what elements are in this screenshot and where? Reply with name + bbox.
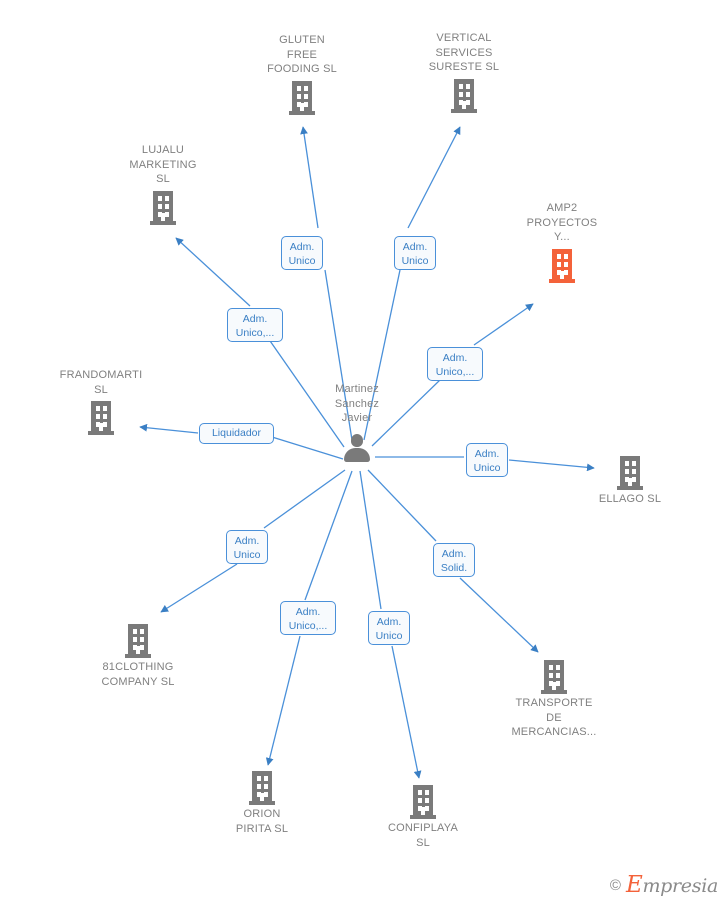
building-icon [187,767,337,805]
building-icon [227,77,377,115]
edge-label-confiplaya[interactable]: Adm. Unico [368,611,410,645]
node-81clothing-company[interactable]: 81CLOTHING COMPANY SL [63,620,213,689]
edge-line-transporte [367,469,437,542]
building-icon [26,397,176,435]
edge-arrow-orion [265,635,301,766]
node-confiplaya[interactable]: CONFIPLAYA SL [348,781,498,850]
edge-arrow-gluten [300,126,319,229]
edge-label-amp2[interactable]: Adm. Unico,... [427,347,483,381]
edge-arrow-amp2 [473,303,534,346]
edge-line-confiplaya [359,470,382,610]
edge-label-vertical[interactable]: Adm. Unico [394,236,436,270]
edge-arrow-confiplaya [391,645,422,779]
node-label: 81CLOTHING COMPANY SL [101,661,175,688]
building-icon [479,656,629,694]
node-label: TRANSPORTE DE MERCANCIAS... [511,697,597,738]
brand-rest: mpresia [642,875,718,897]
edge-label-81clothing[interactable]: Adm. Unico [226,530,268,564]
node-frandomarti[interactable]: FRANDOMARTI SL [26,368,176,435]
building-icon [88,187,238,225]
node-center-person[interactable]: Martinez Sanchez Javier [272,382,442,464]
building-icon [555,452,705,490]
edge-line-81clothing [263,469,346,529]
brand-lead-letter: E [625,872,643,898]
edge-label-gluten[interactable]: Adm. Unico [281,236,323,270]
node-label: FRANDOMARTI SL [59,369,143,396]
node-label: LUJALU MARKETING SL [129,144,197,185]
node-vertical-services-sureste[interactable]: VERTICAL SERVICES SURESTE SL [389,31,539,113]
building-icon [63,620,213,658]
edge-label-ellago[interactable]: Adm. Unico [466,443,508,477]
person-icon [272,426,442,464]
edge-label-lujalu[interactable]: Adm. Unico,... [227,308,283,342]
copyright-icon: © [609,877,621,894]
node-label: VERTICAL SERVICES SURESTE SL [428,32,500,73]
building-icon [487,245,637,283]
brand-name: Empresia [626,874,718,897]
empresia-watermark: © Empresia [610,874,718,897]
node-label: Martinez Sanchez Javier [334,383,380,424]
node-label: CONFIPLAYA SL [387,822,459,849]
node-ellago[interactable]: ELLAGO SL [555,452,705,507]
edge-arrow-lujalu [175,237,251,307]
building-icon [348,781,498,819]
edge-label-transporte[interactable]: Adm. Solid. [433,543,475,577]
edge-label-frandomarti[interactable]: Liquidador [199,423,274,444]
edge-label-orion[interactable]: Adm. Unico,... [280,601,336,635]
node-transporte-de-mercancias[interactable]: TRANSPORTE DE MERCANCIAS... [479,656,629,740]
node-orion-pirita[interactable]: ORION PIRITA SL [187,767,337,836]
node-label: ELLAGO SL [598,493,662,505]
node-gluten-free-fooding[interactable]: GLUTEN FREE FOODING SL [227,33,377,115]
node-amp2-proyectos[interactable]: AMP2 PROYECTOS Y... [487,201,637,283]
edge-line-orion [304,470,353,601]
node-lujalu-marketing[interactable]: LUJALU MARKETING SL [88,143,238,225]
edge-arrow-81clothing [160,563,238,613]
node-label: AMP2 PROYECTOS Y... [526,202,598,243]
edge-arrow-transporte [459,577,539,653]
building-icon [389,75,539,113]
edge-arrow-vertical [407,126,461,229]
node-label: GLUTEN FREE FOODING SL [267,34,337,75]
node-label: ORION PIRITA SL [235,808,289,835]
